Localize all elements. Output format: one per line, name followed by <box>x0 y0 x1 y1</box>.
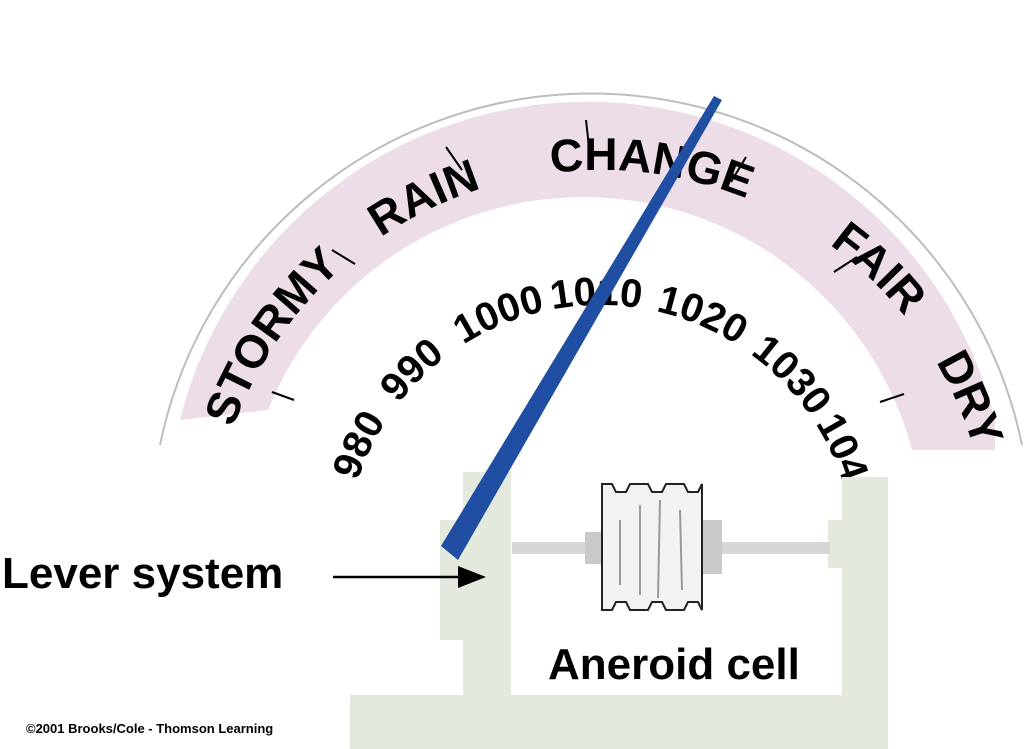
lever-pointer-arrowhead <box>458 566 486 588</box>
cell-cap-right <box>700 520 722 574</box>
needle <box>441 96 722 560</box>
scale-label-1030: 1030 <box>744 326 839 423</box>
frame-right-post <box>842 477 888 749</box>
tick-mark <box>271 391 295 401</box>
tick-mark <box>730 156 747 183</box>
frame-right-block <box>828 520 848 568</box>
tick-mark <box>585 119 590 148</box>
copyright-credit: ©2001 Brooks/Cole - Thomson Learning <box>26 721 273 736</box>
tick-mark <box>879 393 905 403</box>
tick-mark <box>445 146 463 171</box>
aneroid-assembly <box>512 483 830 611</box>
dial <box>159 92 1023 451</box>
tick-mark <box>833 256 858 273</box>
tick-mark <box>331 249 356 265</box>
frame-base <box>350 695 888 749</box>
mechanism-frame <box>350 472 888 749</box>
lever-system-label: Lever system <box>2 549 283 598</box>
cell-shade-line <box>657 499 661 599</box>
aneroid-cell-label: Aneroid cell <box>548 640 800 689</box>
dial-pink-band <box>180 101 995 451</box>
scale-ticks <box>271 119 905 403</box>
dial-outer-border <box>159 92 1023 446</box>
scale-label-1000: 1000 <box>446 277 548 352</box>
cell-shading-lines <box>619 499 683 599</box>
scale-label-990: 990 <box>372 330 452 410</box>
scale-label-980: 980 <box>324 403 393 484</box>
aneroid-cell-body <box>601 483 703 611</box>
scale-label-1020: 1020 <box>653 277 755 353</box>
cell-shade-line <box>679 509 683 591</box>
